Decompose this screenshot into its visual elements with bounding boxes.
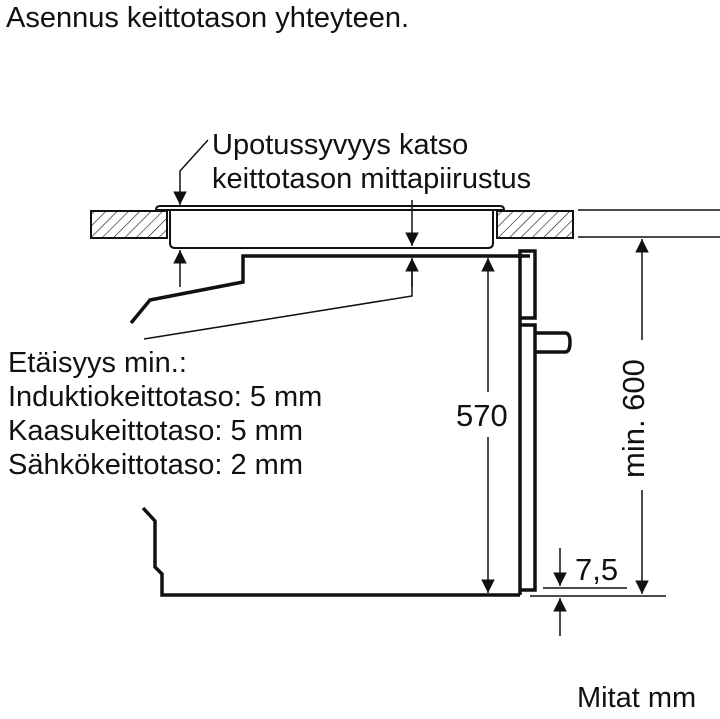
leader-line-distance <box>143 265 413 340</box>
distance-induction: Induktiokeittotaso: 5 mm <box>8 381 323 413</box>
diagram-title: Asennus keittotason yhteyteen. <box>6 2 410 34</box>
leader-line-callout <box>173 139 209 205</box>
oven-outline <box>129 249 572 597</box>
bottom-gap-label: 7,5 <box>575 552 619 587</box>
niche-height-label: min. 600 <box>616 359 651 478</box>
hob <box>155 205 505 249</box>
worktop-left <box>90 210 168 239</box>
oven-height-label: 570 <box>456 398 508 433</box>
units-label: Mitat mm <box>577 682 697 714</box>
callout-line-2: keittotason mittapiirustus <box>212 163 532 195</box>
min-distance-notes: Etäisyys min.: Induktiokeittotaso: 5 mm … <box>8 346 322 482</box>
distance-heading: Etäisyys min.: <box>8 347 187 379</box>
worktop-right <box>496 210 574 239</box>
distance-gas: Kaasukeittotaso: 5 mm <box>8 415 303 447</box>
hob-depth-callout: Upotussyvyys katso keittotason mittapiir… <box>212 128 531 196</box>
callout-line-1: Upotussyvyys katso <box>212 129 469 161</box>
distance-electric: Sähkökeittotaso: 2 mm <box>8 449 303 481</box>
